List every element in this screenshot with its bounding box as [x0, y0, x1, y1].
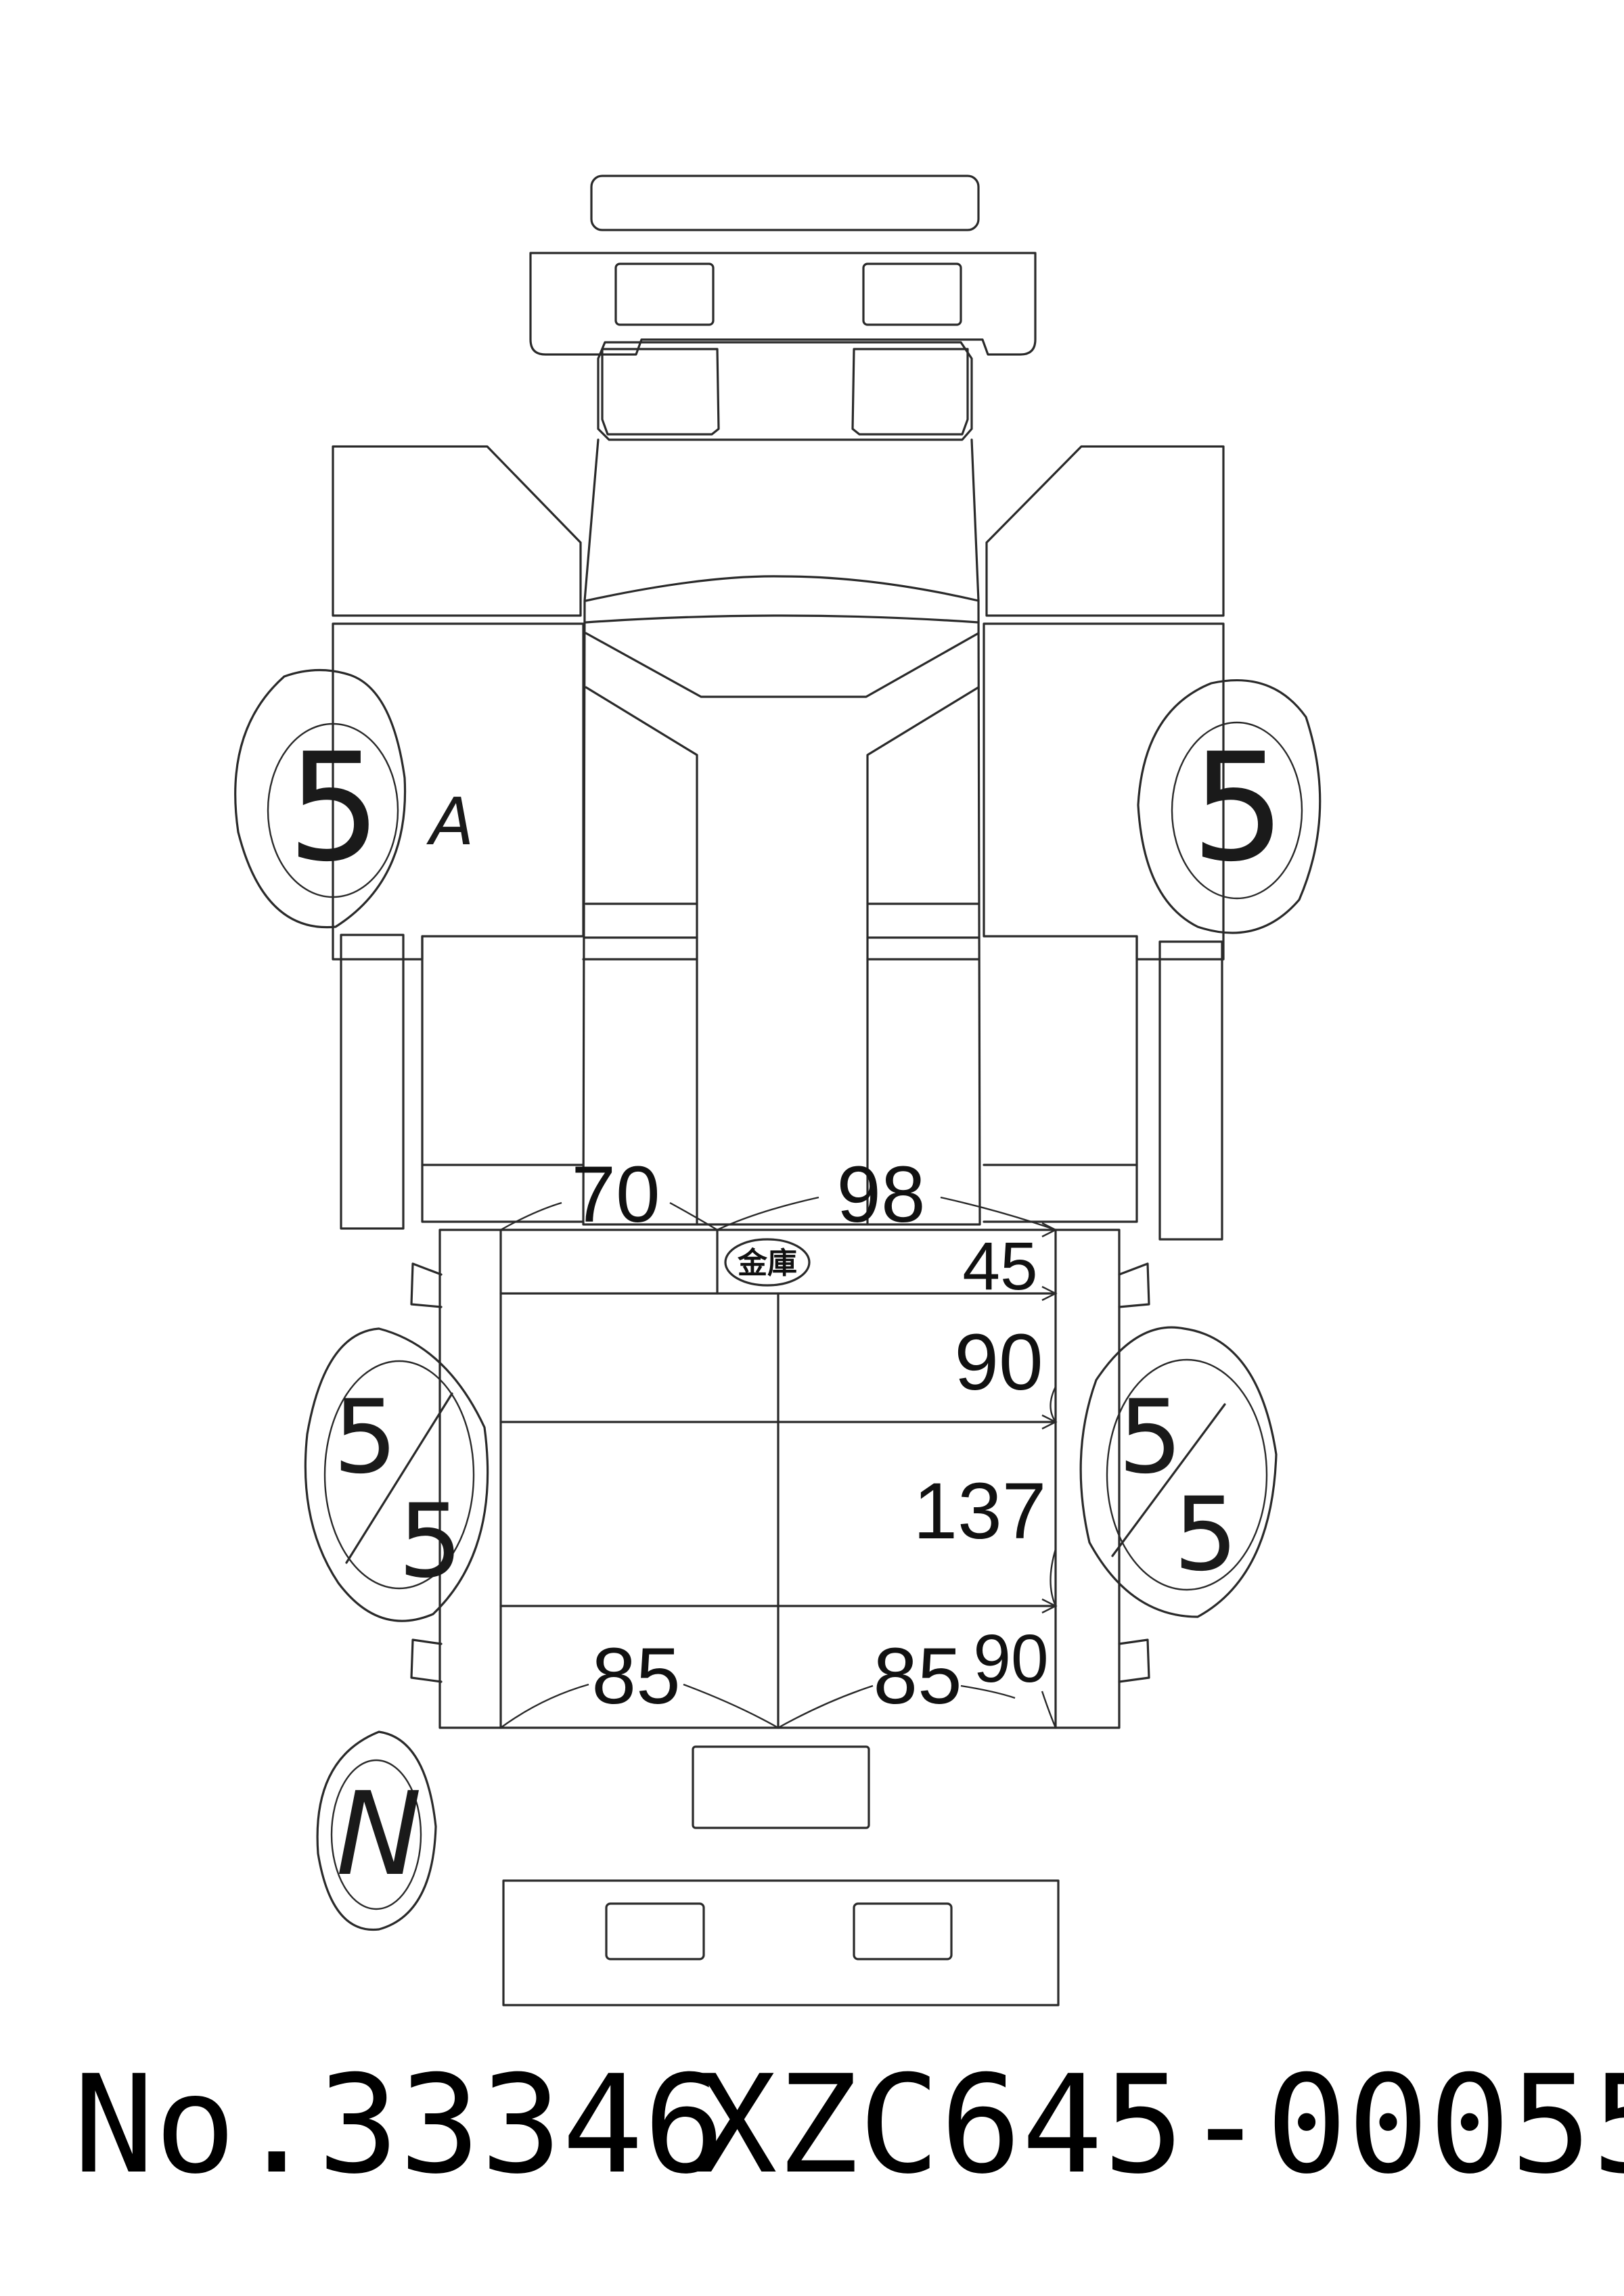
cab-front	[597, 341, 973, 441]
tire-front-right-grade: 5	[1191, 721, 1286, 894]
dim-side-2: 90	[954, 1318, 1043, 1407]
dim-bottom-right: 85	[873, 1632, 962, 1721]
safe-label: 金庫	[737, 1246, 797, 1281]
dimension-lines	[500, 1196, 1058, 1729]
cargo-bed	[410, 1229, 1150, 1729]
tire-front-left: 5 A	[234, 668, 474, 929]
tire-front-left-grade: 5	[287, 721, 382, 894]
tire-rear-right: 5 5	[1079, 1326, 1278, 1618]
safe-mark: 金庫	[724, 1238, 811, 1287]
dim-side-3: 137	[914, 1467, 1047, 1556]
dim-bottom-left: 85	[591, 1632, 680, 1721]
tire-spare-grade: N	[336, 1768, 422, 1902]
dim-side-4: 90	[973, 1621, 1048, 1697]
tire-spare: N	[316, 1730, 437, 1931]
dim-top-left: 70	[571, 1150, 660, 1239]
tire-front-left-note: A	[426, 784, 474, 860]
tire-front-right: 5	[1137, 679, 1322, 934]
front-bumper	[529, 175, 1037, 356]
footer-vin: XZC645-0005503	[696, 2046, 1624, 2204]
dim-top-right: 98	[836, 1150, 925, 1239]
tire-rear-left-bottom: 5	[398, 1483, 462, 1601]
left-door	[332, 445, 585, 1230]
footer-number: No.33346	[73, 2046, 725, 2204]
tire-rear-left-top: 5	[333, 1379, 397, 1496]
tire-rear-left: 5 5	[304, 1327, 489, 1622]
rear-panel	[502, 1745, 1060, 2006]
cab-body	[582, 438, 981, 1226]
tire-rear-right-bottom: 5	[1173, 1476, 1238, 1594]
right-door	[983, 445, 1225, 1241]
dim-side-1: 45	[962, 1229, 1037, 1304]
